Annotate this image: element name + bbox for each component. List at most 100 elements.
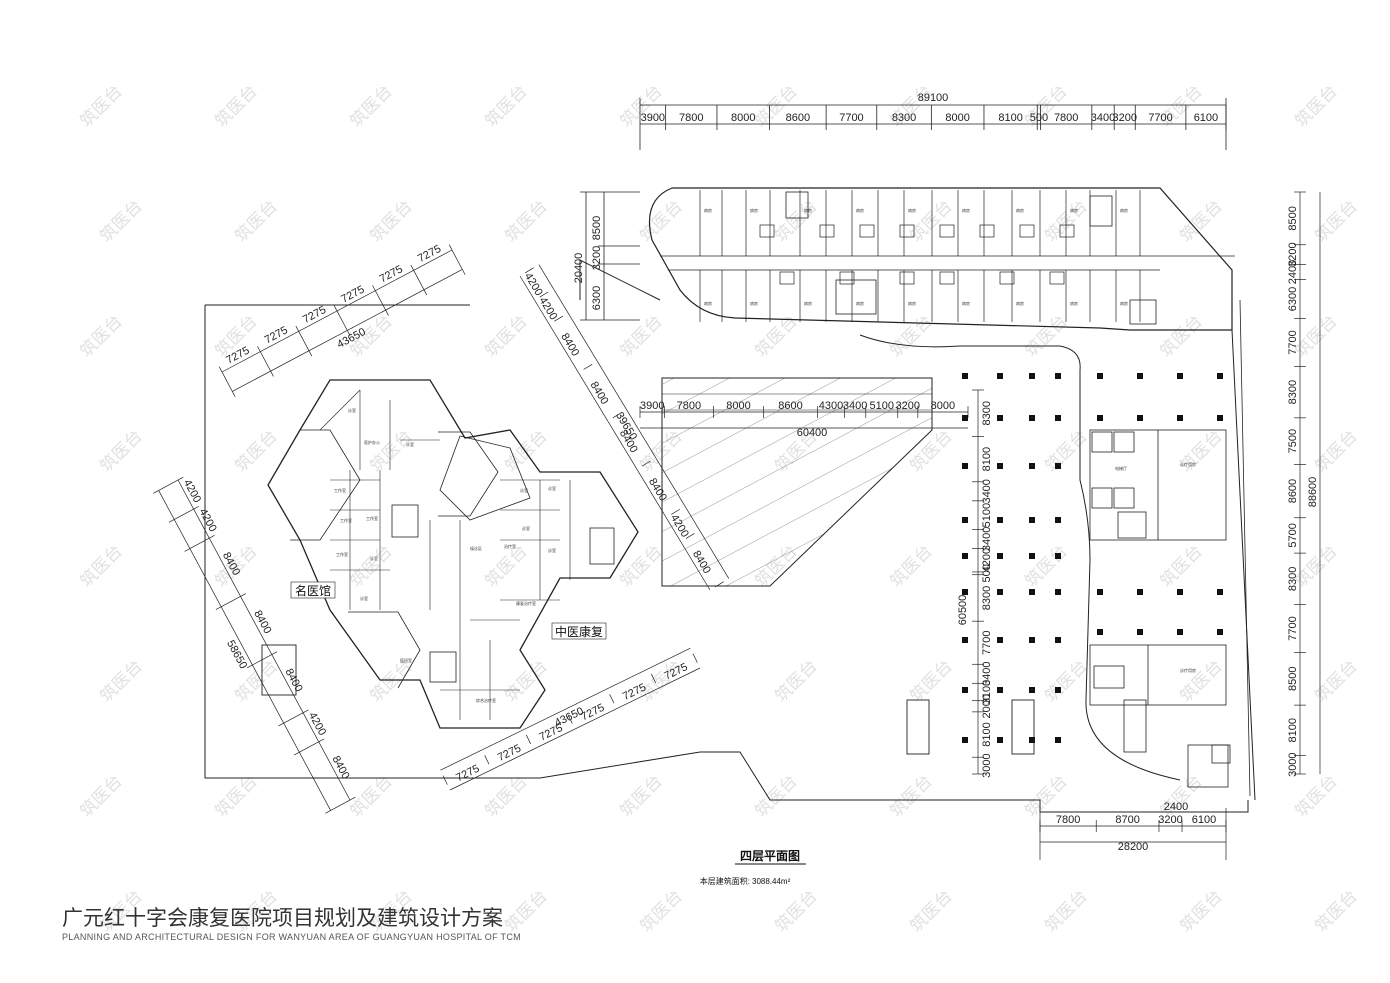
- hex-room-label: 工作室: [336, 551, 348, 557]
- famous-clinic-label: 名医馆: [295, 583, 331, 598]
- north-room-label: 病房: [804, 207, 812, 213]
- watermark-text: 筑医台: [1176, 656, 1226, 706]
- top-seg-6: 8000: [945, 112, 969, 124]
- watermark-text: 筑医台: [211, 81, 261, 131]
- midv-seg-1: 8100: [981, 447, 993, 471]
- top-seg-1: 7800: [679, 112, 703, 124]
- midv-seg-9: 3400: [981, 662, 993, 686]
- watermark-text: 筑医台: [481, 81, 531, 131]
- watermark-text: 筑医台: [501, 426, 551, 476]
- north-room-label: 病房: [704, 207, 712, 213]
- bottom-seg-2: 3200: [1158, 814, 1182, 826]
- right-dimension-chain: [1294, 191, 1321, 775]
- shaft-block: [261, 644, 297, 696]
- watermark-text: 筑医台: [906, 196, 956, 246]
- watermark-text: 筑医台: [346, 771, 396, 821]
- block-2: [1011, 699, 1035, 755]
- north-room-label: 病房: [1016, 207, 1024, 213]
- east-core: [1089, 429, 1231, 788]
- north-room-label: 病房: [1120, 300, 1128, 306]
- watermark-text: 筑医台: [366, 196, 416, 246]
- hex-room-label: 诊室: [548, 547, 556, 553]
- midv-seg-7: 8300: [981, 586, 993, 610]
- watermark-text: 筑医台: [76, 541, 126, 591]
- watermark-text: 筑医台: [366, 426, 416, 476]
- top-seg-2: 8000: [731, 112, 755, 124]
- hex-diagonal-dimensions: [153, 244, 730, 814]
- watermark-text: 筑医台: [1291, 81, 1341, 131]
- mid-seg-8: 8000: [931, 400, 955, 412]
- watermark-text: 筑医台: [231, 426, 281, 476]
- right-seg-5: 8300: [1287, 380, 1299, 404]
- top-seg-4: 7700: [839, 112, 863, 124]
- midv-seg-8: 7700: [981, 630, 993, 654]
- east-room-label-2: 诊疗用房: [1180, 667, 1196, 673]
- hex-room-label: 诊室: [522, 525, 530, 531]
- top-seg-5: 8300: [892, 112, 916, 124]
- watermark-text: 筑医台: [76, 311, 126, 361]
- midv-seg-2: 3400: [981, 479, 993, 503]
- north-room-label: 病房: [704, 300, 712, 306]
- north-room-label: 病房: [1016, 300, 1024, 306]
- hex-room-label: 工作室: [366, 515, 378, 521]
- right-seg-12: 8100: [1287, 718, 1299, 742]
- hex-room-label: 候诊区: [470, 545, 482, 551]
- right-seg-10: 7700: [1287, 616, 1299, 640]
- hex-room-label: 工作室: [340, 517, 352, 523]
- bottom-extra-dimension: 2400: [1164, 801, 1188, 813]
- right-seg-4: 7700: [1287, 330, 1299, 354]
- north-room-label: 病房: [962, 300, 970, 306]
- right-segment-dimensions: 8500320024006300770083007500860057008300…: [1287, 206, 1299, 777]
- top-seg-11: 3200: [1112, 112, 1136, 124]
- watermark-text: 筑医台: [906, 656, 956, 706]
- watermark-text: 筑医台: [1041, 426, 1091, 476]
- right-seg-6: 7500: [1287, 429, 1299, 453]
- hex_total_b: 43650: [553, 705, 586, 729]
- footer-subtitle: PLANNING AND ARCHITECTURAL DESIGN FOR WA…: [62, 932, 521, 942]
- watermark-text: 筑医台: [96, 656, 146, 706]
- east-core-label: 电梯厅: [1115, 465, 1127, 471]
- mid-seg-2: 8000: [726, 400, 750, 412]
- watermark-text: 筑医台: [96, 196, 146, 246]
- midv-seg-12: 8100: [981, 722, 993, 746]
- bottom-dimension-chain: [1039, 808, 1227, 860]
- top-seg-7: 8100: [998, 112, 1022, 124]
- watermark-text: 筑医台: [231, 196, 281, 246]
- hex-diagonal-dimension-labels: 7275727572757275727572754365072757275727…: [181, 243, 713, 784]
- right-seg-8: 5700: [1287, 523, 1299, 547]
- watermark-text: 筑医台: [906, 886, 956, 936]
- right-seg-7: 8600: [1287, 479, 1299, 503]
- north-wing: [648, 187, 1235, 331]
- watermark-text: 筑医台: [501, 196, 551, 246]
- watermark-text: 筑医台: [751, 771, 801, 821]
- tcm-rehab-box: [551, 622, 607, 640]
- right-seg-0: 8500: [1287, 206, 1299, 230]
- mid-vertical-segment-dimensions: 8300810034005100340042005008300770034003…: [981, 401, 993, 778]
- north-left-seg-0: 8500: [591, 216, 603, 240]
- north-room-label: 病房: [1070, 300, 1078, 306]
- top-seg-0: 3900: [641, 112, 665, 124]
- hex-room-label: 诊室: [520, 487, 528, 493]
- watermark-text: 筑医台: [76, 771, 126, 821]
- north-room-label: 病房: [804, 300, 812, 306]
- hex-room-label: 医护办公: [364, 439, 380, 445]
- watermark-text: 筑医台: [636, 196, 686, 246]
- watermark-text: 筑医台: [481, 771, 531, 821]
- watermark-text: 筑医台: [1156, 311, 1206, 361]
- hex-room-label: 诊室: [548, 485, 556, 491]
- watermark-text: 筑医台: [1311, 196, 1361, 246]
- watermark-text: 筑医台: [96, 426, 146, 476]
- structural-columns: [962, 373, 1223, 743]
- watermark-text: 筑医台: [1291, 771, 1341, 821]
- mid-seg-3: 8600: [778, 400, 802, 412]
- mid-vertical-dimension-chain: [972, 389, 984, 775]
- top-seg-12: 7700: [1148, 112, 1172, 124]
- midv-seg-6: 500: [981, 564, 993, 582]
- midv-seg-4: 3400: [981, 527, 993, 551]
- hex-room-label: 康复治疗室: [516, 600, 536, 606]
- north-room-label: 病房: [962, 207, 970, 213]
